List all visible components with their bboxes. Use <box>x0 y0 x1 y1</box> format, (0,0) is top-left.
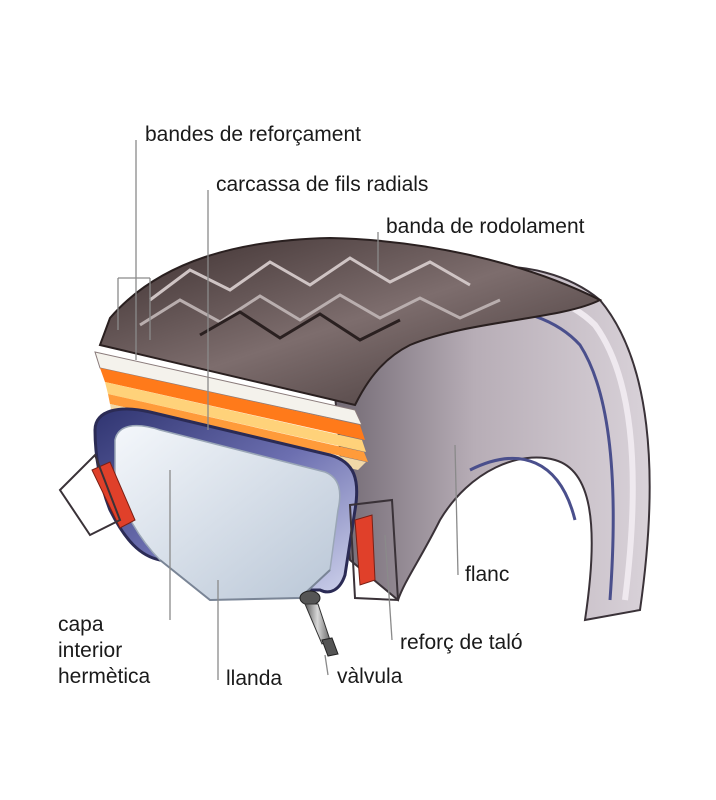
leader-reforc <box>384 534 393 641</box>
bead-reinforcement <box>58 453 400 602</box>
label-bandes-de-reforcament: bandes de reforçament <box>145 123 361 146</box>
label-carcassa-de-fils-radials: carcassa de fils radials <box>216 173 429 196</box>
leader-flanc <box>454 444 459 576</box>
label-capa-line2: interior <box>58 639 123 662</box>
leader-bandes-bracket <box>117 277 151 340</box>
label-reforc-de-talo: reforç de taló <box>400 631 523 654</box>
label-capa-line3: hermètica <box>58 665 151 688</box>
leader-lines <box>117 140 459 680</box>
label-flanc: flanc <box>465 563 510 586</box>
valve <box>299 590 339 657</box>
label-capa-interior-hermetica: capa interior hermètica <box>58 612 150 690</box>
label-capa-line1: capa <box>58 613 104 636</box>
leader-valvula <box>324 654 329 676</box>
tire-tread <box>98 236 603 407</box>
label-valvula: vàlvula <box>337 665 403 688</box>
label-llanda: llanda <box>226 667 283 690</box>
label-banda-de-rodolament: banda de rodolament <box>386 215 585 238</box>
